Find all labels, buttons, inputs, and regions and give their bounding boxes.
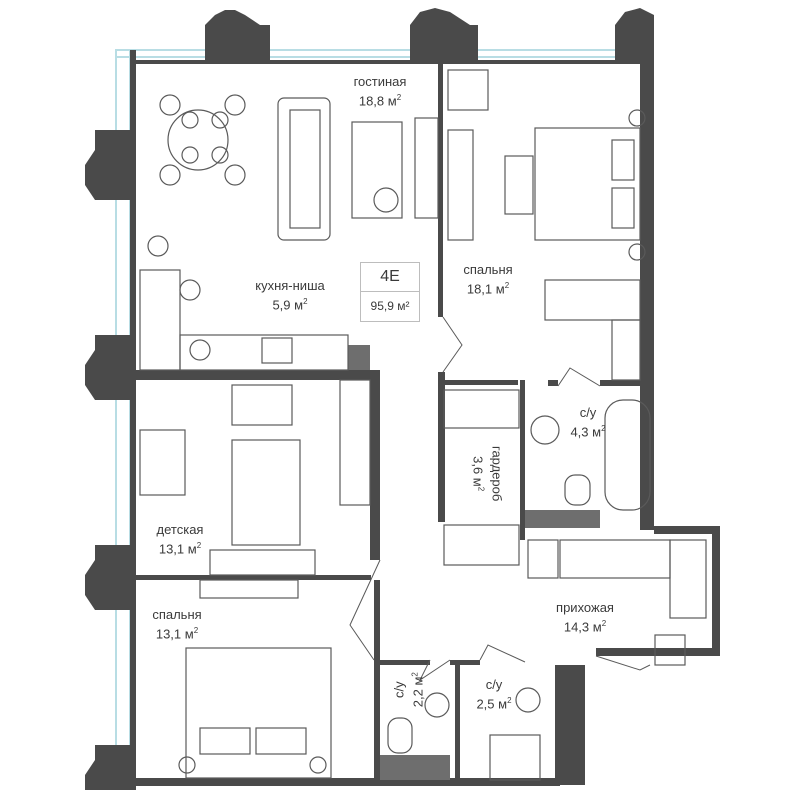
room-area: 5,9 м	[272, 297, 304, 313]
room-area: 18,8 м	[358, 93, 397, 109]
room-area: 3,6 м	[470, 456, 486, 487]
room-label-bathroom-2: с/у 2,2 м2	[391, 662, 426, 718]
room-label-wardrobe: гардероб 3,6 м2	[469, 439, 504, 509]
room-area: 4,3 м	[570, 424, 602, 440]
room-area: 14,3 м	[563, 619, 602, 635]
room-area: 13,1 м	[158, 541, 197, 557]
room-label-bedroom-master: спальня 18,1 м2	[448, 262, 528, 297]
interior-walls	[136, 62, 654, 785]
room-name: спальня	[152, 607, 202, 622]
room-label-kids: детская 13,1 м2	[140, 522, 220, 557]
room-label-kitchen: кухня-ниша 5,9 м2	[240, 278, 340, 313]
room-label-bathroom-3: с/у 2,5 м2	[466, 677, 522, 712]
room-name: детская	[156, 522, 204, 537]
room-area: 18,1 м	[466, 281, 505, 297]
room-label-bathroom-master: с/у 4,3 м2	[558, 405, 618, 440]
room-label-bedroom-2: спальня 13,1 м2	[137, 607, 217, 642]
columns	[85, 8, 654, 790]
room-area: 2,5 м	[476, 696, 508, 712]
door-swings	[349, 316, 651, 682]
furniture	[139, 69, 707, 781]
room-name: гостиная	[353, 74, 407, 89]
room-name: с/у	[485, 677, 503, 692]
room-name: с/у	[391, 681, 407, 698]
outer-walls	[130, 20, 720, 786]
room-area: 2,2 м	[410, 676, 426, 708]
room-name: прихожая	[556, 600, 614, 615]
apartment-badge: 4Е 95,9 м²	[360, 262, 420, 322]
apartment-code: 4Е	[361, 263, 419, 292]
room-label-living: гостиная 18,8 м2	[340, 74, 420, 109]
apartment-total-area: 95,9 м²	[370, 299, 410, 313]
room-label-hallway: прихожая 14,3 м2	[540, 600, 630, 635]
room-name: спальня	[463, 262, 513, 277]
window-glazing	[115, 49, 615, 776]
room-area: 13,1 м	[155, 626, 194, 642]
room-name: гардероб	[489, 445, 505, 502]
room-name: кухня-ниша	[255, 278, 325, 293]
room-name: с/у	[579, 405, 597, 420]
